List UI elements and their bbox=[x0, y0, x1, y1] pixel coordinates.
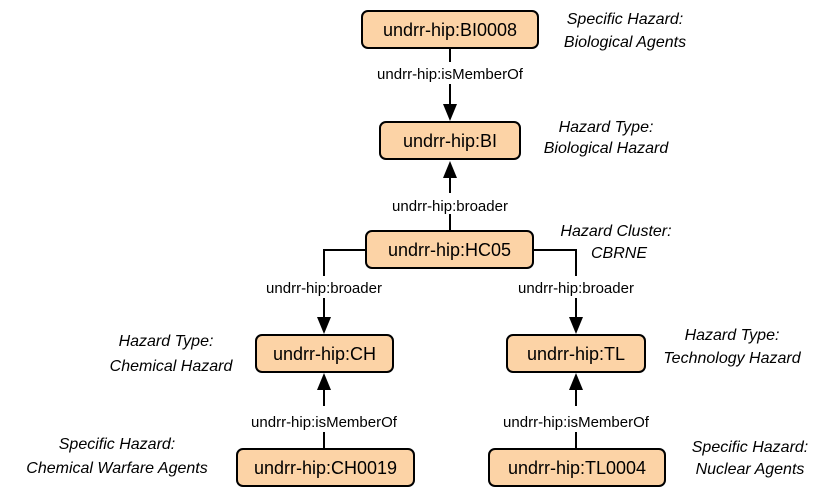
annotation-ch0019: Specific Hazard: Chemical Warfare Agents bbox=[26, 436, 207, 477]
edge-label-bi0008-bi: undrr-hip:isMemberOf bbox=[377, 66, 524, 83]
edge-tl0004-to-tl: undrr-hip:isMemberOf bbox=[503, 373, 650, 449]
annotation-tl0004-line2: Nuclear Agents bbox=[696, 461, 805, 478]
annotation-hc05-line2: CBRNE bbox=[591, 245, 647, 262]
node-hc05[interactable]: undrr-hip:HC05 bbox=[365, 230, 534, 269]
node-label-hc05: undrr-hip:HC05 bbox=[388, 240, 511, 260]
annotation-ch: Hazard Type: Chemical Hazard bbox=[110, 333, 234, 375]
edge-bi0008-to-bi: undrr-hip:isMemberOf bbox=[377, 48, 524, 121]
annotation-tl0004-line1: Specific Hazard: bbox=[692, 439, 809, 456]
annotation-bi0008-line1: Specific Hazard: bbox=[567, 11, 684, 28]
edge-label-tl0004-tl: undrr-hip:isMemberOf bbox=[503, 414, 650, 431]
edge-ch-to-hc05: undrr-hip:broader bbox=[266, 249, 382, 334]
edge-ch0019-to-ch: undrr-hip:isMemberOf bbox=[251, 373, 398, 449]
annotation-tl-line1: Hazard Type: bbox=[685, 327, 780, 344]
annotation-tl-line2: Technology Hazard bbox=[663, 350, 801, 367]
node-bi[interactable]: undrr-hip:BI bbox=[379, 121, 521, 160]
node-label-tl0004: undrr-hip:TL0004 bbox=[508, 458, 646, 478]
annotation-bi: Hazard Type: Biological Hazard bbox=[544, 119, 670, 157]
node-label-bi: undrr-hip:BI bbox=[403, 131, 497, 151]
node-ch[interactable]: undrr-hip:CH bbox=[255, 334, 394, 373]
node-tl[interactable]: undrr-hip:TL bbox=[506, 334, 646, 373]
node-bi0008[interactable]: undrr-hip:BI0008 bbox=[361, 10, 539, 49]
annotation-hc05-line1: Hazard Cluster: bbox=[560, 223, 671, 240]
annotation-bi0008-line2: Biological Agents bbox=[564, 34, 686, 51]
edge-label-tl-hc05: undrr-hip:broader bbox=[518, 280, 634, 297]
edge-label-ch0019-ch: undrr-hip:isMemberOf bbox=[251, 414, 398, 431]
edge-hc05-to-bi: undrr-hip:broader bbox=[392, 161, 508, 231]
annotation-hc05: Hazard Cluster: CBRNE bbox=[560, 223, 671, 262]
node-ch0019[interactable]: undrr-hip:CH0019 bbox=[236, 448, 415, 487]
edge-label-hc05-bi: undrr-hip:broader bbox=[392, 198, 508, 215]
annotation-tl: Hazard Type: Technology Hazard bbox=[663, 327, 801, 367]
annotation-ch-line1: Hazard Type: bbox=[119, 333, 214, 350]
annotation-ch0019-line2: Chemical Warfare Agents bbox=[26, 460, 207, 477]
node-label-ch: undrr-hip:CH bbox=[273, 344, 376, 364]
edge-tl-to-hc05: undrr-hip:broader bbox=[518, 249, 634, 334]
node-tl0004[interactable]: undrr-hip:TL0004 bbox=[488, 448, 666, 487]
annotation-bi0008: Specific Hazard: Biological Agents bbox=[564, 11, 686, 51]
edge-label-ch-hc05: undrr-hip:broader bbox=[266, 280, 382, 297]
node-label-ch0019: undrr-hip:CH0019 bbox=[254, 458, 397, 478]
annotation-tl0004: Specific Hazard: Nuclear Agents bbox=[692, 439, 809, 478]
annotation-ch0019-line1: Specific Hazard: bbox=[59, 436, 176, 453]
node-label-tl: undrr-hip:TL bbox=[527, 344, 625, 364]
annotation-ch-line2: Chemical Hazard bbox=[110, 358, 234, 375]
node-label-bi0008: undrr-hip:BI0008 bbox=[383, 20, 517, 40]
annotation-bi-line2: Biological Hazard bbox=[544, 140, 670, 157]
annotation-bi-line1: Hazard Type: bbox=[559, 119, 654, 136]
